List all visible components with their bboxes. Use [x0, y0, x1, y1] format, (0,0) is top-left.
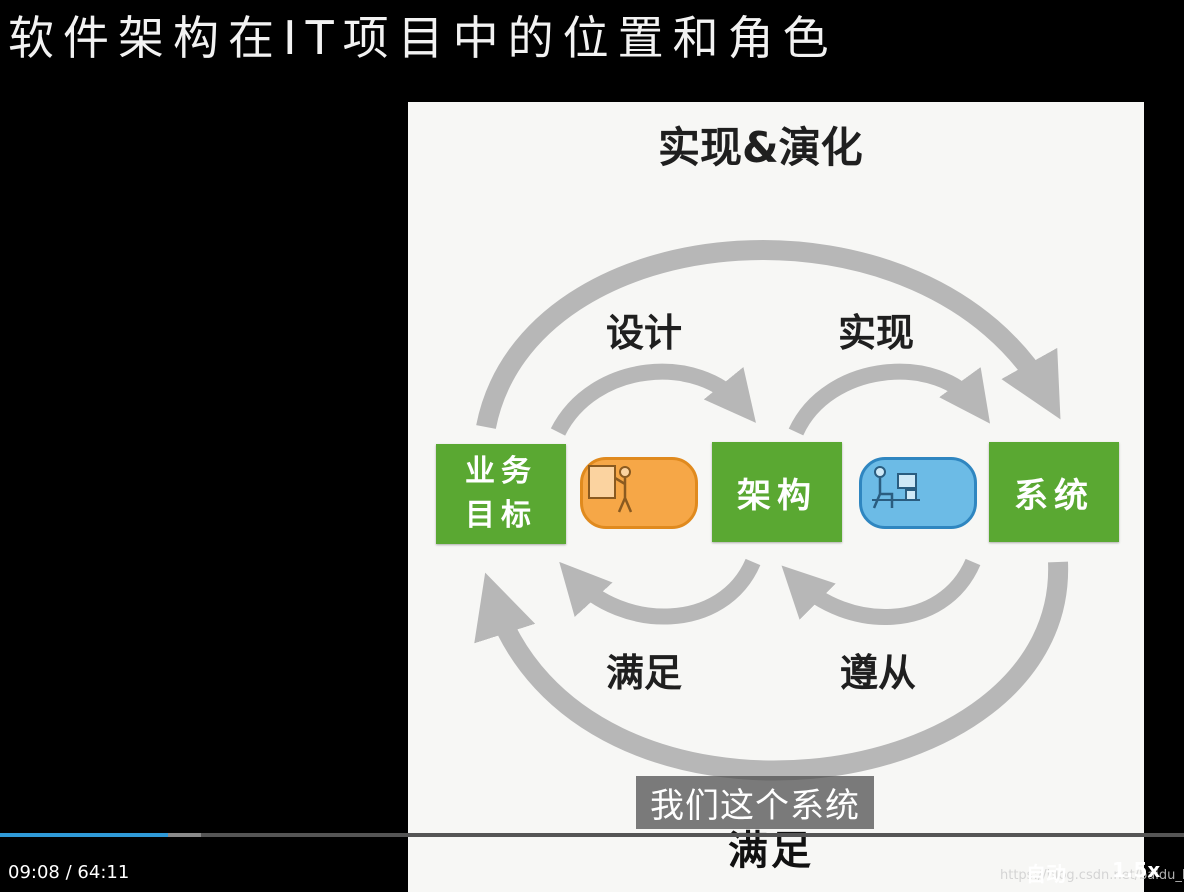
cycle-arrows: [474, 239, 1069, 781]
page-title: 软件架构在IT项目中的位置和角色: [8, 11, 838, 65]
watermark: https://blog.csdn.net/baidu_loyu: [1000, 868, 1184, 883]
playback-speed-button[interactable]: 1.5x: [1112, 858, 1161, 882]
slide-bottom-text: 满足: [728, 828, 814, 874]
duration: 64:11: [77, 862, 130, 883]
video-subtitle: 我们这个系统: [636, 776, 874, 829]
presenter-at-board-icon: [588, 465, 633, 513]
video-progress-bar[interactable]: [0, 833, 1184, 837]
developer-pill: [859, 457, 977, 529]
design-arrow: [550, 363, 756, 436]
outer-bottom-arrow: [474, 561, 1069, 781]
implement-arrow: [788, 363, 991, 436]
business-goal-box: 业务 目标: [436, 444, 566, 544]
outer-top-arrow: [476, 239, 1061, 429]
progress-played: [0, 833, 169, 837]
system-box: 系统: [989, 442, 1119, 542]
time-separator: /: [65, 862, 72, 883]
satisfy-arrow: [559, 558, 761, 625]
presenter-pill: [580, 457, 698, 529]
design-label: 设计: [606, 311, 683, 355]
satisfy-label: 满足: [606, 651, 683, 695]
time-display: 09:08 / 64:11: [8, 862, 129, 883]
quality-auto-button[interactable]: 自动: [1026, 862, 1066, 886]
comply-arrow: [781, 558, 981, 625]
person-at-computer-icon: [872, 466, 920, 509]
slide-diagram: 实现&演化 设计 实现 满足 遵从 业务 目标 架构 系统: [408, 102, 1144, 892]
implement-label: 实现: [838, 311, 915, 355]
architecture-box: 架构: [712, 442, 842, 542]
top-label: 实现&演化: [658, 123, 863, 172]
current-time: 09:08: [8, 862, 60, 883]
comply-label: 遵从: [840, 651, 917, 695]
